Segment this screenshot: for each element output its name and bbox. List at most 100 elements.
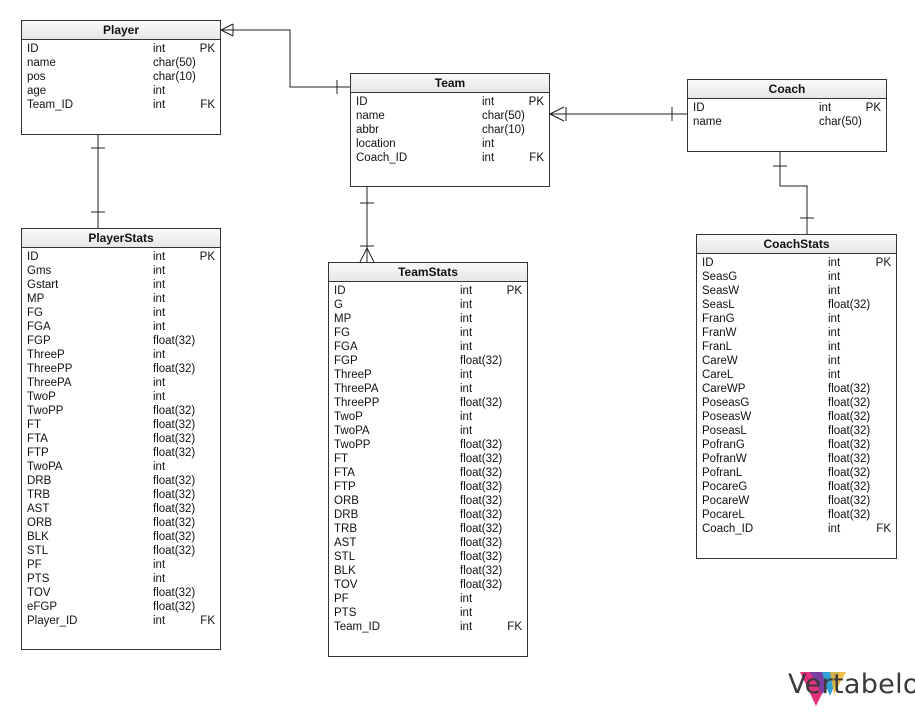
column-type: float(32)	[460, 481, 503, 493]
column-name: FranL	[702, 341, 733, 353]
column-name: FGA	[334, 341, 358, 353]
column-key: PK	[199, 43, 215, 55]
column-key: FK	[200, 615, 215, 627]
column-name: STL	[334, 551, 356, 563]
column-type: float(32)	[153, 489, 196, 501]
column-type: int	[482, 138, 495, 150]
column-type: int	[482, 96, 495, 108]
column-type: int	[153, 99, 166, 111]
